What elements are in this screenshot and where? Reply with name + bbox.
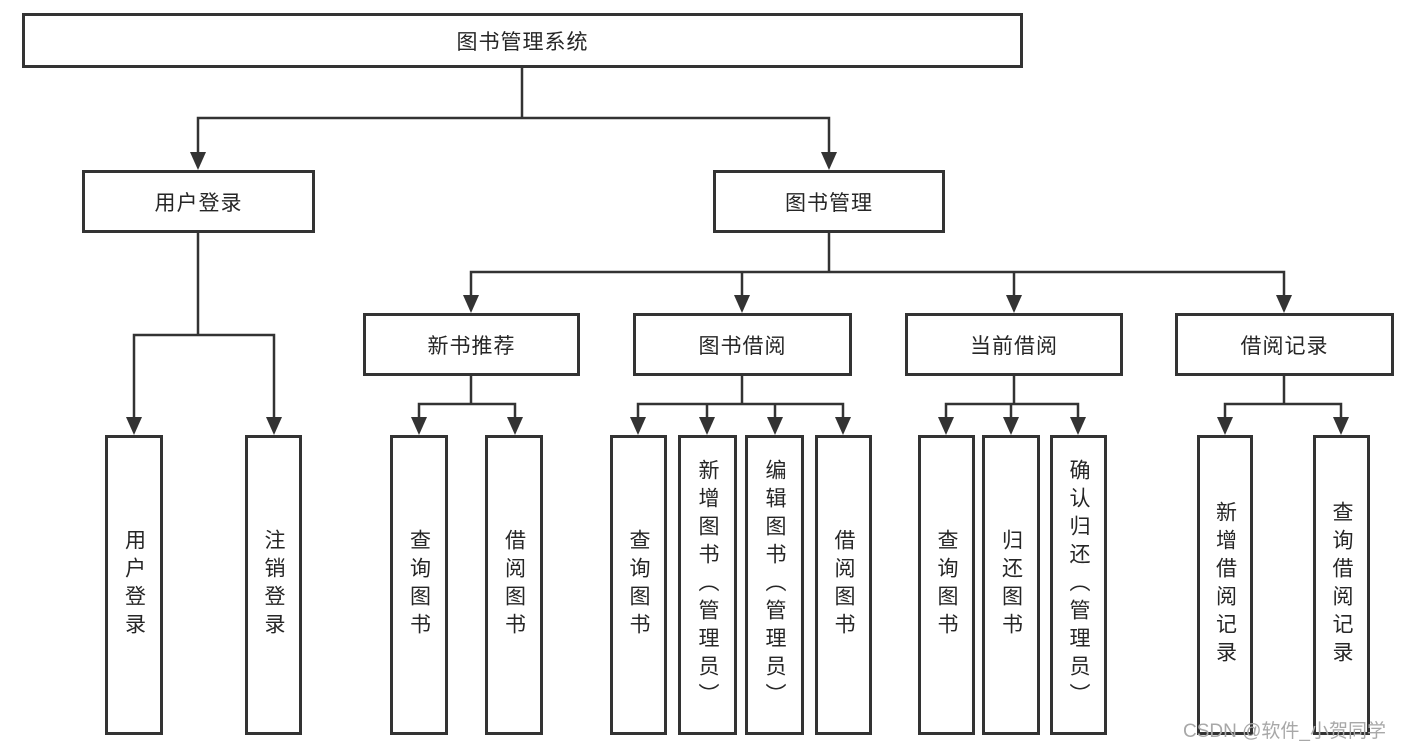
node-book-borrowing: 图书借阅 (633, 313, 852, 376)
leaf-borrow-books-1: 借阅图书 (485, 435, 543, 735)
node-borrowing-records: 借阅记录 (1175, 313, 1394, 376)
node-label: 用户登录 (122, 529, 146, 641)
leaf-search-books-1: 查询图书 (390, 435, 448, 735)
leaf-add-borrow-record: 新增借阅记录 (1197, 435, 1253, 735)
leaf-search-books-2: 查询图书 (610, 435, 667, 735)
leaf-search-borrow-record: 查询借阅记录 (1313, 435, 1370, 735)
node-label: 查询图书 (407, 529, 431, 641)
node-label: 借阅记录 (1240, 334, 1329, 358)
node-label: 查询借阅记录 (1330, 501, 1353, 669)
node-label: 图书借阅 (698, 334, 787, 358)
node-label: 用户登录 (154, 191, 243, 215)
leaf-return-books: 归还图书 (982, 435, 1040, 735)
leaf-user-login: 用户登录 (105, 435, 163, 735)
node-book-management-module: 图书管理 (713, 170, 945, 233)
node-label: 归还图书 (999, 529, 1023, 641)
csdn-watermark: CSDN @软件_小贺同学 (1183, 721, 1386, 742)
leaf-search-books-3: 查询图书 (918, 435, 975, 735)
leaf-edit-books-admin: 编辑图书（管理员） (745, 435, 804, 735)
node-label: 编辑图书（管理员） (763, 459, 786, 711)
node-label: 新增图书（管理员） (696, 459, 719, 711)
node-label: 查询图书 (935, 529, 958, 641)
node-user-login-module: 用户登录 (82, 170, 315, 233)
leaf-borrow-books-2: 借阅图书 (815, 435, 872, 735)
node-label: 注销登录 (262, 529, 285, 641)
leaf-add-books-admin: 新增图书（管理员） (678, 435, 737, 735)
node-library-management-system: 图书管理系统 (22, 13, 1023, 68)
node-label: 借阅图书 (502, 529, 526, 641)
node-label: 当前借阅 (970, 334, 1058, 358)
node-label: 新书推荐 (427, 334, 516, 358)
node-current-borrowing: 当前借阅 (905, 313, 1123, 376)
node-label: 图书管理系统 (456, 30, 589, 54)
node-label: 借阅图书 (832, 529, 855, 641)
node-label: 查询图书 (627, 529, 650, 641)
node-label: 图书管理 (785, 191, 873, 215)
node-label: 确认归还（管理员） (1067, 459, 1090, 711)
node-label: 新增借阅记录 (1213, 501, 1237, 669)
leaf-logout: 注销登录 (245, 435, 302, 735)
leaf-confirm-return-admin: 确认归还（管理员） (1050, 435, 1107, 735)
node-new-book-recommendation: 新书推荐 (363, 313, 580, 376)
